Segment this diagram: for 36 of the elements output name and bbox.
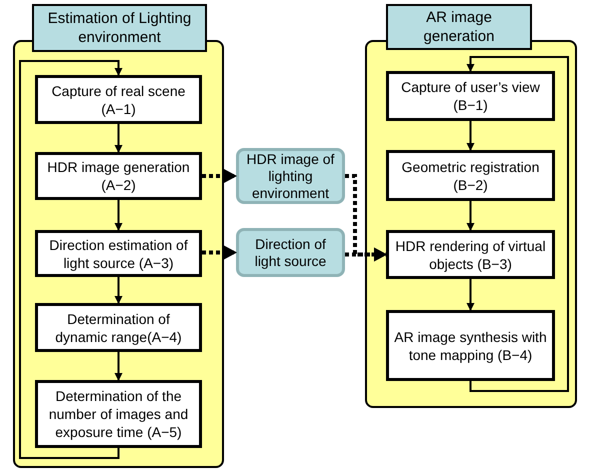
process-box [35, 75, 202, 124]
process-box [35, 230, 202, 277]
step-label: Direction of light source [254, 236, 328, 270]
arrow [466, 56, 569, 392]
arrow [114, 277, 122, 304]
panel-heading: AR image generation [386, 4, 532, 50]
data-box [236, 148, 345, 204]
arrow [466, 121, 474, 151]
process-box [386, 71, 555, 121]
process-box [35, 303, 202, 352]
step-label: AR image synthesis with tone mapping (B−4) [393, 328, 548, 364]
dotted-arrow [202, 169, 237, 183]
process-box [386, 310, 555, 381]
step-label: Geometric registration (B−2) [400, 158, 540, 194]
arrow [19, 60, 122, 459]
arrow [114, 124, 122, 153]
arrow [114, 352, 122, 381]
process-box [386, 230, 555, 279]
step-label: HDR image of lighting environment [246, 150, 336, 202]
step-label: HDR image generation (A−2) [46, 158, 191, 194]
step-label: HDR rendering of virtual objects (B−3) [394, 236, 547, 272]
step-label: Direction estimation of light source (A−3) [48, 236, 189, 272]
arrow [466, 201, 474, 231]
process-box [35, 380, 202, 448]
arrow [466, 279, 474, 311]
step-label: Determination of the number of images and exposure time (A−5) [48, 387, 190, 441]
step-label: Capture of real scene (A−1) [50, 82, 186, 118]
dotted-arrow [345, 248, 387, 262]
step-label: Capture of user’s view (B−1) [400, 78, 541, 114]
process-box [35, 152, 202, 200]
process-box [386, 150, 555, 201]
data-box [236, 228, 345, 277]
arrow [114, 200, 122, 231]
dotted-arrow [202, 246, 237, 260]
step-label: Determination of dynamic range(A−4) [54, 310, 183, 346]
panel-heading: Estimation of Lighting environment [32, 4, 207, 52]
